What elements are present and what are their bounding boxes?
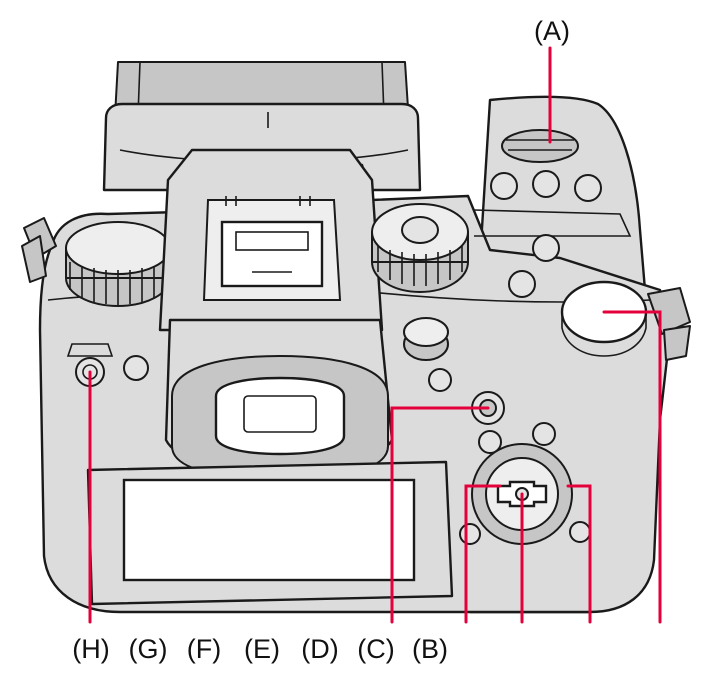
callout-b: (B)	[412, 634, 448, 664]
mode-dial[interactable]	[66, 222, 170, 306]
callout-d: (D)	[301, 634, 338, 664]
grip-button-5[interactable]	[509, 271, 535, 297]
grip-button-2[interactable]	[533, 171, 559, 197]
callout-g: (G)	[129, 634, 168, 664]
left-button-2[interactable]	[124, 356, 148, 380]
callout-f: (F)	[187, 634, 221, 664]
callout-a: (A)	[534, 16, 570, 46]
front-dial[interactable]	[502, 130, 578, 162]
viewfinder-housing	[160, 150, 392, 478]
monitor-screen	[124, 480, 414, 580]
small-button-3[interactable]	[533, 423, 555, 445]
callout-c: (C)	[357, 634, 394, 664]
rear-monitor	[88, 462, 452, 604]
callout-h: (H)	[72, 634, 109, 664]
small-button-1[interactable]	[429, 369, 451, 391]
lower-button-right[interactable]	[570, 522, 590, 542]
grip-button-4[interactable]	[533, 235, 559, 261]
rear-top-dial[interactable]	[372, 204, 468, 292]
grip-button-1[interactable]	[491, 173, 517, 199]
callout-e: (E)	[244, 634, 280, 664]
lower-button-left[interactable]	[460, 524, 480, 544]
grip-button-3[interactable]	[575, 175, 601, 201]
